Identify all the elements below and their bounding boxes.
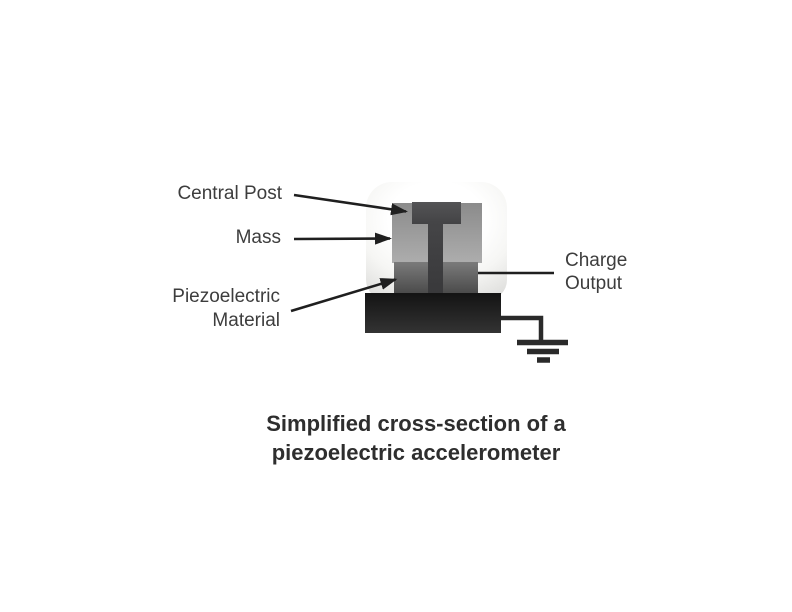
mass-label: Mass — [236, 226, 281, 250]
central-post-label-text: Central Post — [177, 183, 282, 204]
base-shape — [365, 293, 501, 333]
caption-line1: Simplified cross-section of a — [266, 411, 566, 436]
charge-output-label-line1: Charge — [565, 250, 628, 271]
ground-symbol-icon — [501, 315, 568, 363]
figure-caption: Simplified cross-section of a piezoelect… — [266, 409, 566, 467]
charge-output-label: Charge Output — [565, 249, 627, 295]
mass-label-text: Mass — [235, 227, 281, 248]
central-post-top-shape — [412, 202, 461, 224]
piezoelectric-material-label: Piezoelectric Material — [172, 285, 280, 333]
central-post-label: Central Post — [177, 182, 282, 206]
piezoelectric-label-line2: Material — [212, 310, 280, 331]
charge-output-label-line2: Output — [565, 273, 623, 294]
piezoelectric-label-line1: Piezoelectric — [172, 286, 280, 307]
central-post-stem-shape — [428, 222, 443, 293]
caption-line2: piezoelectric accelerometer — [271, 440, 561, 465]
